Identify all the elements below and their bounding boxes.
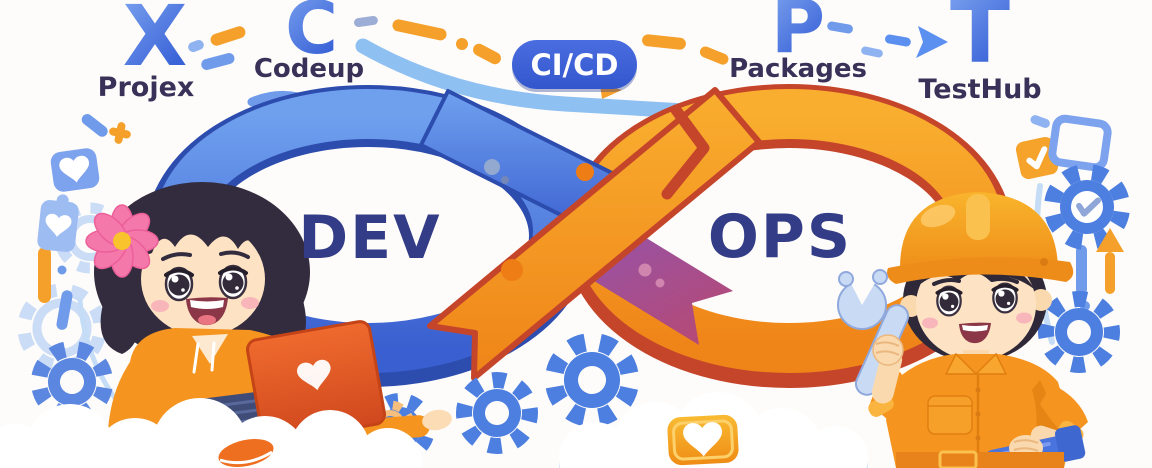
gear-icon (456, 372, 538, 454)
ops-label: OPS (707, 202, 853, 272)
dashed-connector-cicd-p (600, 34, 729, 99)
cicd-label: CI/CD (530, 47, 619, 82)
codeup-label: Codeup (253, 54, 365, 84)
packages-logo: P (752, 0, 844, 64)
check-badge-icon (1015, 136, 1059, 180)
shoe (218, 439, 274, 467)
projex-logo: X (103, 0, 207, 78)
testhub-label: TestHub (918, 74, 1042, 105)
gear-icon (1038, 291, 1120, 373)
gear-icon (545, 333, 639, 427)
like-card-icon (37, 194, 79, 252)
projex-label: Projex (97, 72, 195, 103)
hard-hat (887, 192, 1074, 284)
flower-icon (85, 204, 159, 278)
eye (935, 285, 963, 317)
eye (218, 264, 248, 300)
arrow-right-icon (916, 26, 948, 58)
testhub-logo: T (930, 0, 1030, 76)
arrow-up-icon (1096, 228, 1124, 294)
heart-button-icon (667, 414, 739, 466)
gear-check-icon (1044, 164, 1130, 250)
dashed-connector-right (1030, 115, 1090, 311)
crossing-band-orange (427, 87, 762, 381)
dev-label: DEV (298, 203, 442, 273)
eye (164, 266, 194, 302)
packages-label: Packages (729, 54, 867, 84)
app-frame-icon (1048, 114, 1112, 172)
plus-icon (109, 122, 131, 144)
operator-character (837, 192, 1088, 468)
eye (991, 282, 1019, 314)
cicd-badge: CI/CD (512, 40, 637, 89)
codeup-logo: C (264, 0, 359, 64)
curve-line (77, 297, 123, 408)
heart-badge-icon (50, 148, 100, 192)
dashed-connector-c-cicd (354, 15, 501, 65)
dashed-connector-p-t (827, 21, 948, 58)
dashed-connector-left (38, 114, 131, 330)
